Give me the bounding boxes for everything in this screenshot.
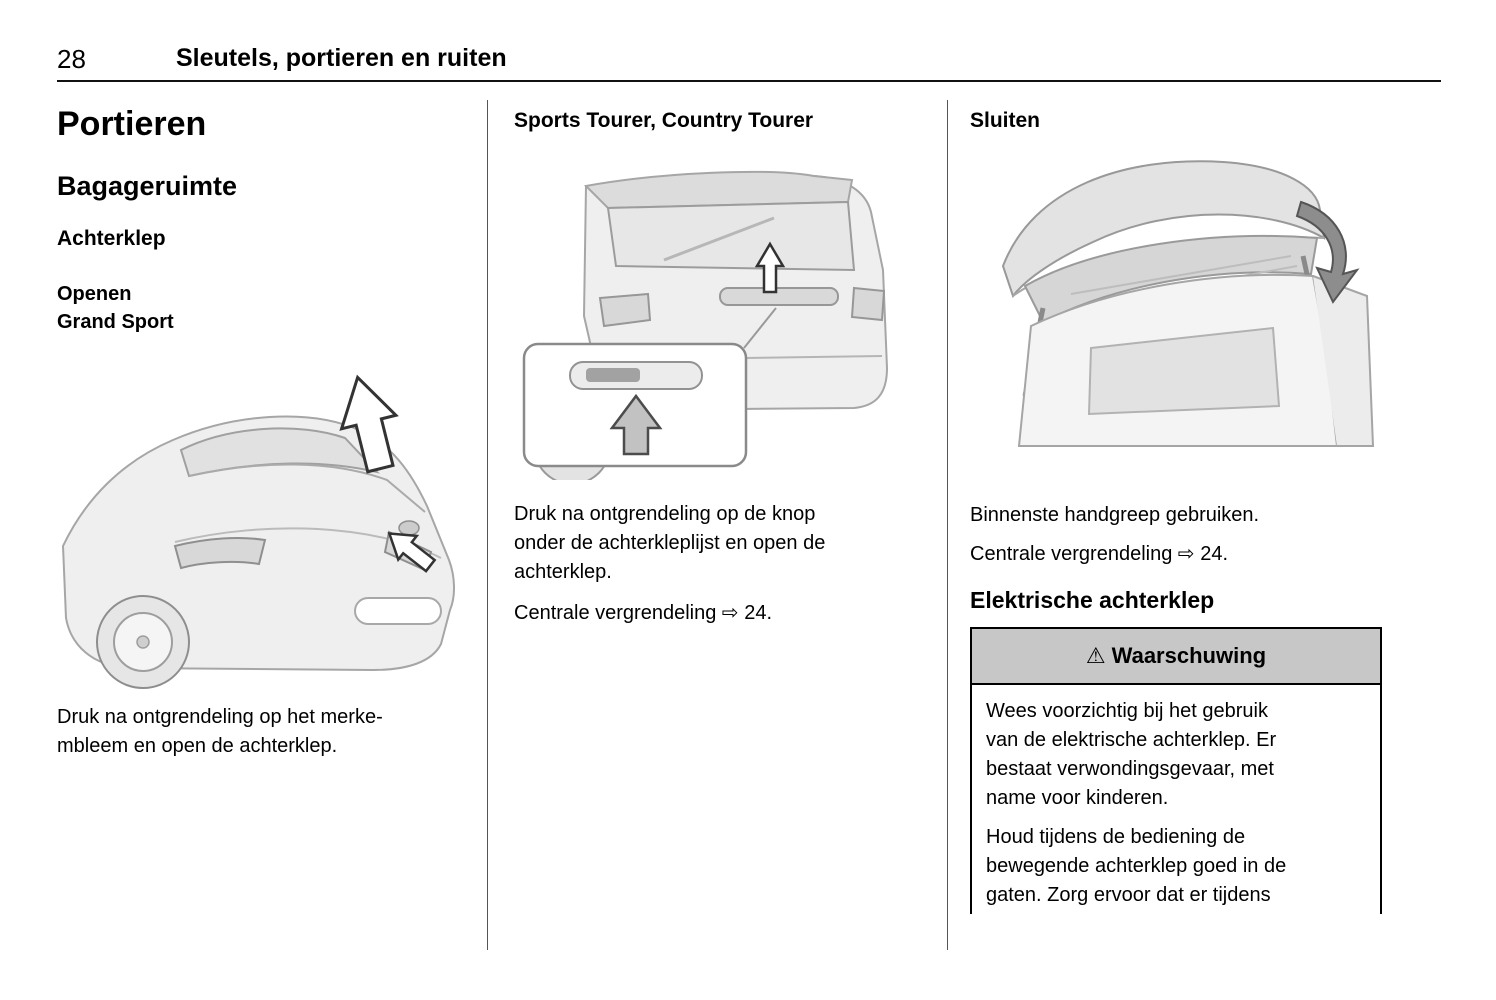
cross-reference-central-locking: Centrale vergrendeling ⇨ 24. <box>514 602 773 624</box>
column-left: Portieren Bagageruimte Achterklep Openen… <box>57 100 462 761</box>
page-number: 28 <box>57 44 86 74</box>
sports-tourer-rear-illustration <box>522 170 889 480</box>
chapter-title: Sleutels, portieren en ruiten <box>176 44 507 72</box>
warning-paragraph-2: Houd tijdens de bediening de bewegende a… <box>986 826 1287 906</box>
column-divider-1 <box>487 100 488 950</box>
warning-header: ⚠Waarschuwing <box>972 629 1380 685</box>
grand-sport-rear-illustration <box>61 374 455 689</box>
emblem-press-arrow-icon <box>387 532 437 573</box>
tailgate-closing-illustration <box>1001 160 1375 447</box>
button-inset-detail <box>522 342 748 468</box>
column-divider-2 <box>947 100 948 950</box>
warning-body: Wees voorzichtig bij het gebruik van de … <box>972 685 1380 914</box>
section-title-portieren: Portieren <box>57 105 207 143</box>
open-direction-arrow-icon <box>339 374 399 474</box>
figure-caption-sluiten: Binnenste handgreep gebruiken. <box>970 504 1260 526</box>
warning-triangle-icon: ⚠ <box>1085 643 1106 668</box>
variant-heading-grand-sport: Openen Grand Sport <box>57 283 174 333</box>
subsection-title-elektrische-achterklep: Elektrische achterklep <box>970 587 1215 613</box>
column-middle: Sports Tourer, Country Tourer Druk na on… <box>514 100 919 628</box>
press-arrow-icon <box>609 393 663 456</box>
figure-caption-grand-sport: Druk na ontgrendeling op het merke- mble… <box>57 706 383 757</box>
warning-paragraph-1: Wees voorzichtig bij het gebruik van de … <box>986 700 1277 809</box>
column-right: Sluiten Binnenste handgreep gebruiken. C… <box>970 100 1382 914</box>
topic-title-sluiten: Sluiten <box>970 109 1041 132</box>
tailgate-button-arrow-icon <box>754 241 786 294</box>
cross-reference-central-locking-2: Centrale vergrendeling ⇨ 24. <box>970 543 1229 565</box>
subsection-title-bagageruimte: Bagageruimte <box>57 171 238 201</box>
header-rule <box>57 80 1441 82</box>
variant-heading-sports-tourer: Sports Tourer, Country Tourer <box>514 109 814 132</box>
warning-box: ⚠Waarschuwing Wees voorzichtig bij het g… <box>970 627 1382 914</box>
topic-title-achterklep: Achterklep <box>57 227 166 250</box>
figure-caption-sports-tourer: Druk na ontgrendeling op de knop onder d… <box>514 503 826 583</box>
warning-title: Waarschuwing <box>1111 643 1267 668</box>
close-direction-arrow-icon <box>1295 200 1360 304</box>
